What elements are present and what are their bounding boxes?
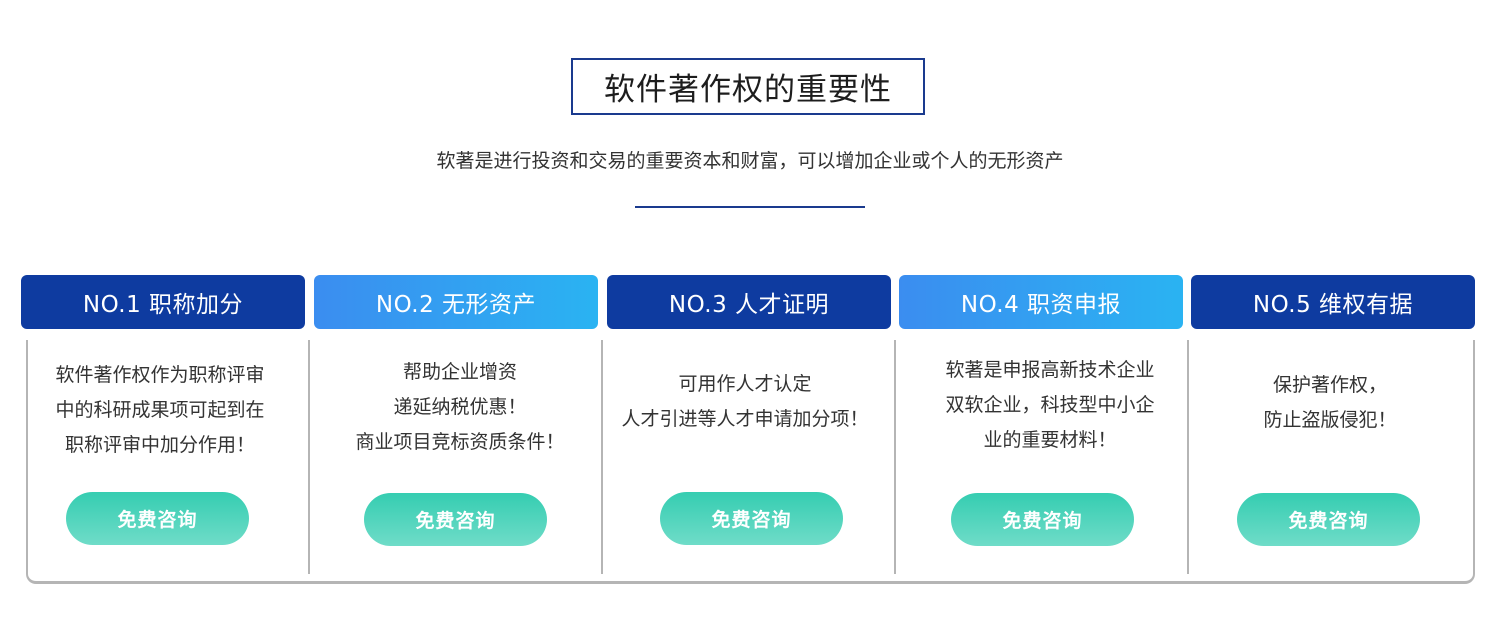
column-divider	[601, 340, 603, 574]
card-description: 帮助企业增资 递延纳税优惠！ 商业项目竞标资质条件！	[318, 355, 602, 460]
free-consult-button[interactable]: 免费咨询	[364, 493, 547, 546]
section-title: 软件著作权的重要性	[571, 58, 925, 115]
card-description-line: 递延纳税优惠！	[393, 396, 527, 418]
card-description-line: 软著是申报高新技术企业	[945, 359, 1155, 381]
card-description-line: 双软企业，科技型中小企	[945, 394, 1155, 416]
card-header-title-points: NO.1 职称加分	[21, 275, 305, 329]
free-consult-button[interactable]: 免费咨询	[66, 492, 249, 545]
card-description-line: 业的重要材料！	[983, 429, 1117, 451]
card-description-line: 中的科研成果项可起到在	[55, 399, 265, 421]
card-description-line: 可用作人才认定	[678, 373, 812, 395]
title-divider	[635, 206, 865, 208]
card-description-line: 商业项目竞标资质条件！	[355, 431, 565, 453]
free-consult-button[interactable]: 免费咨询	[951, 493, 1134, 546]
card-description: 软件著作权作为职称评审 中的科研成果项可起到在 职称评审中加分作用！	[18, 358, 302, 463]
card-description-line: 保护著作权，	[1272, 374, 1387, 396]
card-header-talent-proof: NO.3 人才证明	[607, 275, 891, 329]
free-consult-button[interactable]: 免费咨询	[1237, 493, 1420, 546]
card-description: 软著是申报高新技术企业 双软企业，科技型中小企 业的重要材料！	[908, 353, 1192, 458]
card-description-line: 防止盗版侵犯！	[1263, 409, 1397, 431]
free-consult-button[interactable]: 免费咨询	[660, 492, 843, 545]
card-description: 可用作人才认定 人才引进等人才申请加分项！	[603, 367, 887, 437]
column-divider	[894, 340, 896, 574]
card-description-line: 帮助企业增资	[402, 361, 517, 383]
card-description: 保护著作权， 防止盗版侵犯！	[1188, 368, 1472, 438]
cards-panel	[26, 340, 1475, 584]
section-subtitle: 软著是进行投资和交易的重要资本和财富，可以增加企业或个人的无形资产	[436, 150, 1064, 172]
column-divider	[308, 340, 310, 574]
card-header-rights-protection: NO.5 维权有据	[1191, 275, 1475, 329]
card-header-qualification-application: NO.4 职资申报	[899, 275, 1183, 329]
card-description-line: 人才引进等人才申请加分项！	[621, 408, 869, 430]
card-description-line: 职称评审中加分作用！	[64, 434, 255, 456]
column-divider	[1187, 340, 1189, 574]
card-header-intangible-assets: NO.2 无形资产	[314, 275, 598, 329]
card-description-line: 软件著作权作为职称评审	[55, 364, 265, 386]
